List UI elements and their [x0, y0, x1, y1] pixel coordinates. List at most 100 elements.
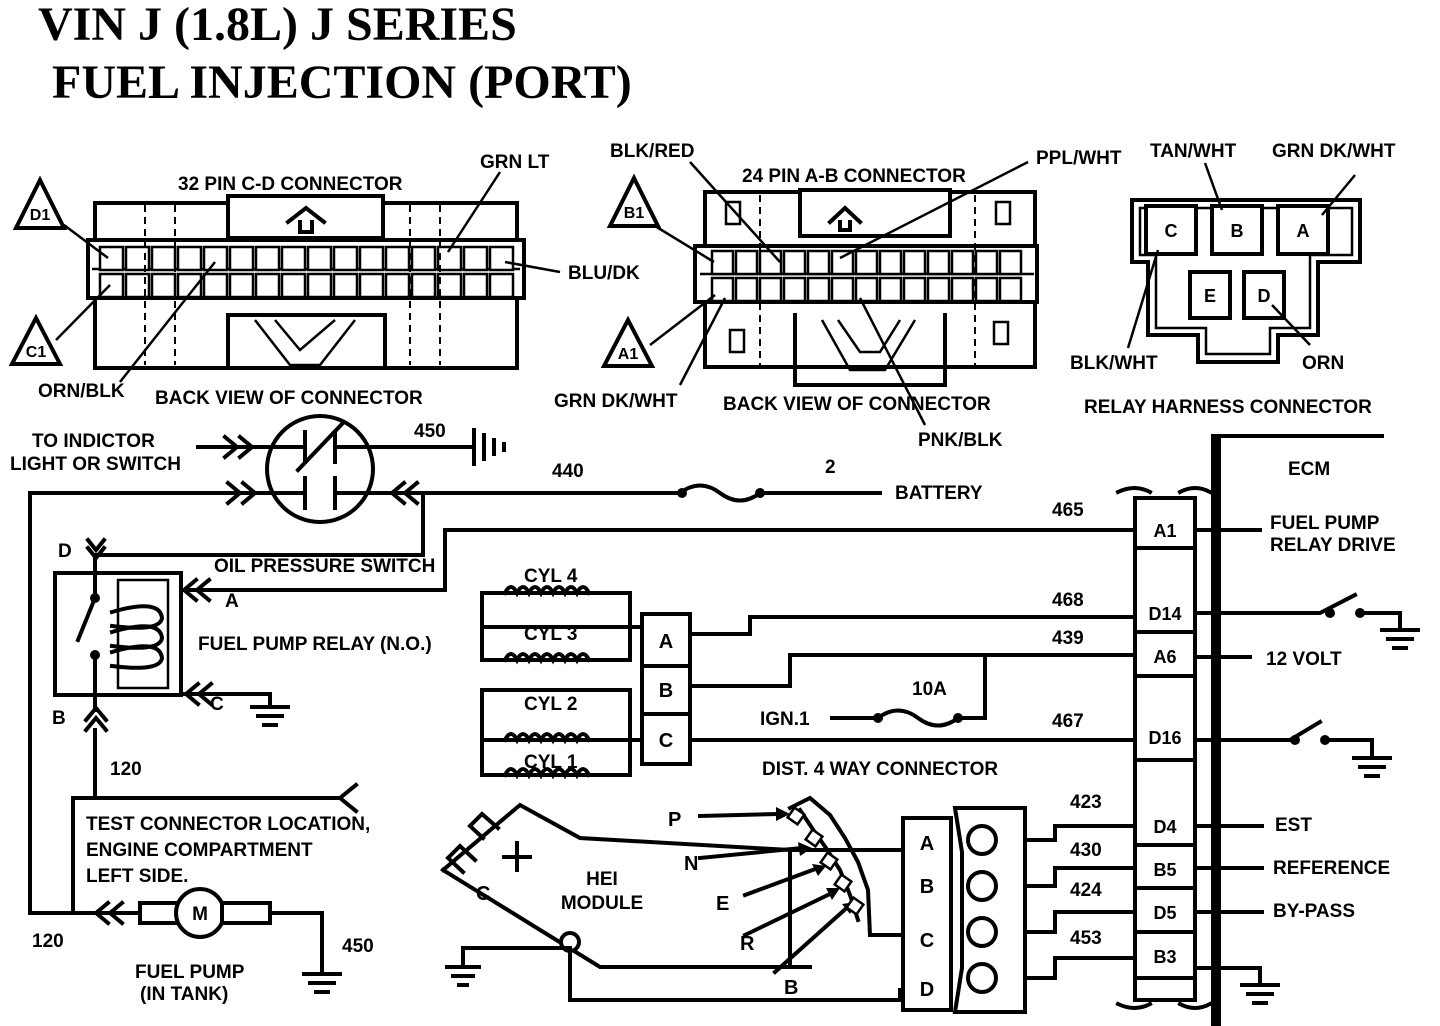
dist-pin-b: B	[659, 680, 673, 702]
relay-harness-connector: C B A E D	[1130, 198, 1362, 364]
cd-connector-pin	[176, 272, 203, 299]
ab-connector-pin	[782, 276, 807, 303]
ab-connector-label: 24 PIN A-B CONNECTOR	[742, 166, 966, 187]
relay-wire-blk-wht: BLK/WHT	[1070, 353, 1158, 374]
dist-block-pin-a: A	[920, 833, 934, 855]
cd-connector-pin	[462, 272, 489, 299]
cd-connector-pin	[254, 245, 281, 272]
title-line-1: VIN J (1.8L) J SERIES	[38, 0, 517, 51]
fuse-10a-label: 10A	[912, 679, 947, 700]
ab-connector-pin	[830, 249, 855, 276]
fuel-pump-line-2: (IN TANK)	[140, 984, 228, 1005]
cd-tag-c1: C1	[8, 313, 64, 366]
cd-connector-pin	[358, 245, 385, 272]
relay-wire-orn: ORN	[1302, 353, 1344, 374]
cd-connector-pin	[124, 245, 151, 272]
test-connector-line-3: LEFT SIDE.	[86, 866, 188, 887]
dist-block-pin-b: B	[920, 876, 934, 898]
hei-lead-n: N	[684, 853, 698, 875]
wire-424: 424	[1070, 880, 1102, 901]
cd-connector-pin	[384, 272, 411, 299]
ab-connector-pin	[950, 249, 975, 276]
wire-468: 468	[1052, 590, 1084, 611]
motor-label: M	[192, 904, 208, 925]
relay-pin-d: D	[58, 541, 72, 562]
ecm-pin-a6: A6	[1153, 647, 1176, 667]
hei-module-line-2: MODULE	[561, 893, 643, 914]
ecm-est: EST	[1275, 815, 1312, 836]
fuel-pump-line-1: FUEL PUMP	[135, 962, 245, 983]
cd-connector-pin	[176, 245, 203, 272]
ecm-block	[1115, 434, 1420, 1026]
cd-connector-pin	[98, 272, 125, 299]
cd-connector-pin	[254, 272, 281, 299]
dist-block-pin-c: C	[920, 930, 934, 952]
hei-lead-r: R	[740, 933, 755, 955]
ab-wire-grn-dk-wht: GRN DK/WHT	[554, 391, 678, 412]
distributor-connector-block	[901, 806, 1137, 1014]
wire-2: 2	[825, 457, 836, 478]
cd-connector-pin	[228, 272, 255, 299]
ab-connector-pin	[902, 276, 927, 303]
cd-connector-pin	[358, 272, 385, 299]
cd-tag-d1: D1	[12, 175, 68, 230]
fuel-pump-relay-symbol	[28, 491, 1137, 915]
cd-connector-pin	[202, 245, 229, 272]
svg-text:A: A	[1297, 221, 1310, 241]
cd-connector-pin	[462, 245, 489, 272]
ab-connector-pin	[782, 249, 807, 276]
ab-connector-pin	[830, 276, 855, 303]
cyl-3-label: CYL 3	[524, 624, 578, 645]
ab-connector-pin	[878, 276, 903, 303]
dist-block-pin-d: D	[920, 979, 934, 1001]
cd-connector-pin	[150, 272, 177, 299]
connector-32pin-cd	[86, 194, 526, 370]
ecm-pin-d4: D4	[1153, 817, 1176, 837]
fuel-pump-relay-label: FUEL PUMP RELAY (N.O.)	[198, 634, 432, 655]
cd-connector-pin	[410, 245, 437, 272]
relay-pin-c: C	[210, 694, 224, 715]
fuel-pump-motor-symbol	[92, 887, 342, 994]
cd-connector-pin	[124, 272, 151, 299]
svg-text:D1: D1	[30, 207, 51, 224]
wire-450-top: 450	[414, 421, 446, 442]
title-line-2: FUEL INJECTION (PORT)	[52, 56, 632, 109]
dist-4-way-connector	[640, 612, 1137, 766]
cd-connector-pin	[98, 245, 125, 272]
cd-connector-pin	[202, 272, 229, 299]
wire-430: 430	[1070, 840, 1102, 861]
ab-connector-pin	[926, 276, 951, 303]
dist-pin-c: C	[659, 730, 673, 752]
cyl-4-label: CYL 4	[524, 566, 578, 587]
ab-tag-a1: A1	[600, 315, 656, 368]
cd-wire-blu-dk: BLU/DK	[568, 263, 640, 284]
cd-connector-pin	[280, 245, 307, 272]
oil-pressure-switch-symbol	[28, 414, 882, 524]
cd-wire-orn-blk: ORN/BLK	[38, 381, 125, 402]
cd-connector-pin	[332, 245, 359, 272]
cyl-2-label: CYL 2	[524, 694, 578, 715]
battery-label: BATTERY	[895, 483, 983, 504]
ecm-pin-b3: B3	[1153, 947, 1176, 967]
ab-connector-pin	[902, 249, 927, 276]
to-indicator-line-1: TO INDICTOR	[32, 431, 155, 452]
dist-pin-a: A	[659, 631, 673, 653]
ab-connector-pin	[710, 276, 735, 303]
test-connector-line-1: TEST CONNECTOR LOCATION,	[86, 814, 370, 835]
ab-connector-pin	[974, 276, 999, 303]
relay-pin-a: A	[225, 591, 239, 612]
wire-423: 423	[1070, 792, 1102, 813]
wire-450-bot: 450	[342, 936, 374, 957]
ecm-fuel-pump-relay-drive-line-2: RELAY DRIVE	[1270, 535, 1396, 556]
hei-lead-e: E	[716, 893, 729, 915]
wire-467: 467	[1052, 711, 1084, 732]
cd-connector-pin	[488, 272, 515, 299]
ab-connector-pin	[806, 249, 831, 276]
ab-connector-pin	[878, 249, 903, 276]
cd-connector-pin	[306, 272, 333, 299]
wire-453: 453	[1070, 928, 1102, 949]
ab-connector-pin	[806, 276, 831, 303]
svg-text:B: B	[1231, 221, 1244, 241]
dist-connector-label: DIST. 4 WAY CONNECTOR	[762, 759, 998, 780]
ab-connector-pin	[998, 276, 1023, 303]
